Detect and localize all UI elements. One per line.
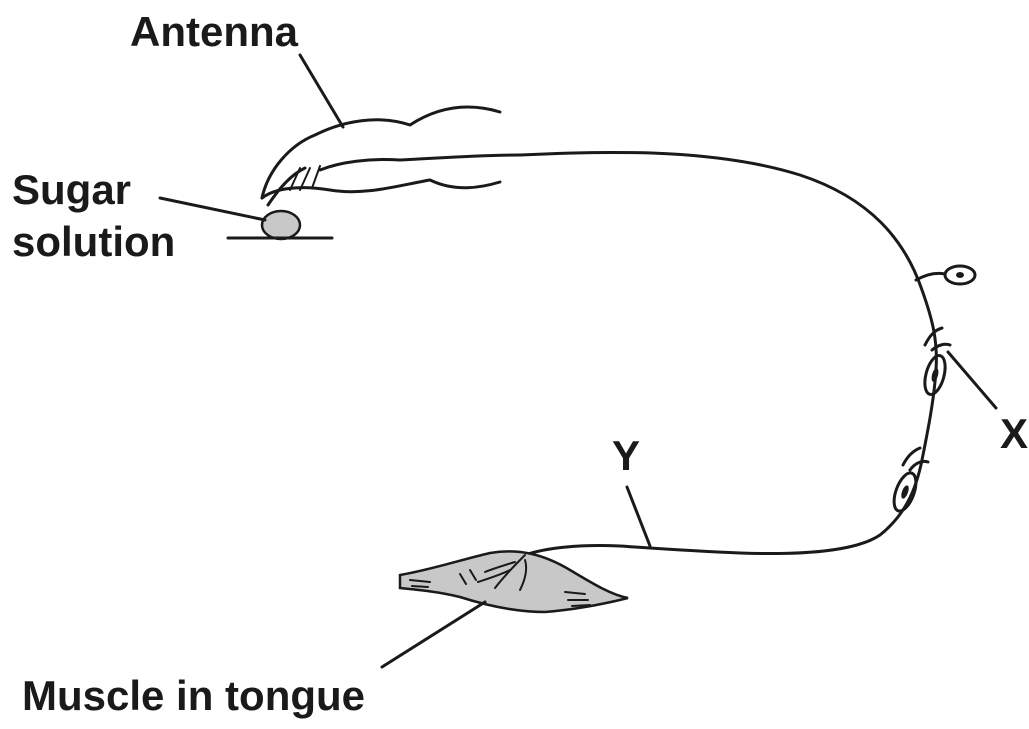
leader-x xyxy=(948,352,996,408)
label-muscle: Muscle in tongue xyxy=(22,674,365,718)
leader-y xyxy=(627,487,650,546)
label-x: X xyxy=(1000,412,1028,456)
leader-muscle xyxy=(382,602,485,667)
leader-sugar xyxy=(160,198,265,220)
label-sugar-line2: solution xyxy=(12,220,175,264)
label-sugar-line1: Sugar xyxy=(12,168,131,212)
neuron-cell-bodies xyxy=(890,328,950,514)
tongue-muscle xyxy=(400,551,628,612)
label-y: Y xyxy=(612,434,640,478)
leader-antenna xyxy=(300,55,343,127)
antenna xyxy=(262,107,520,205)
label-antenna: Antenna xyxy=(130,10,298,54)
